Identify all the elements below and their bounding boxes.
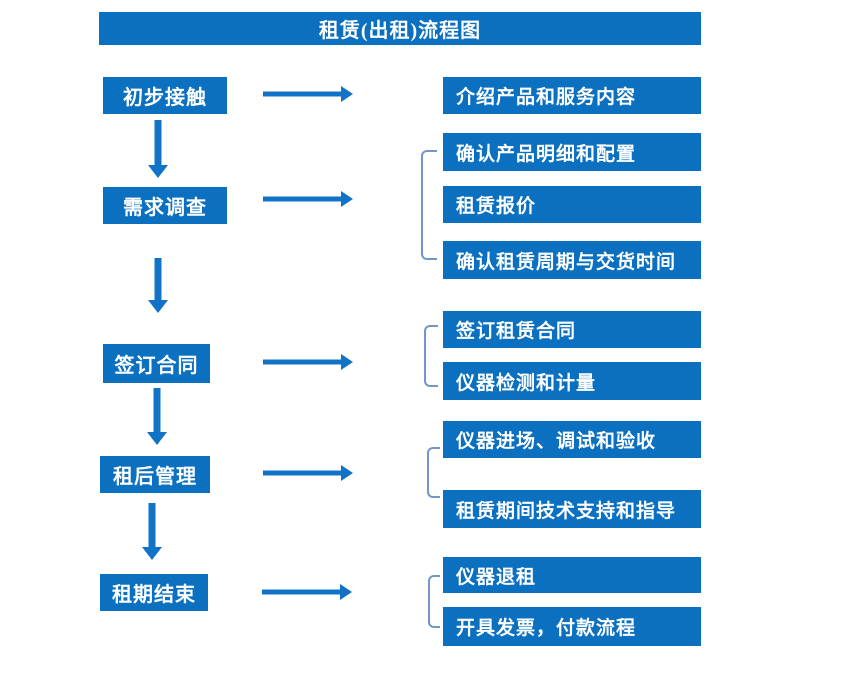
group-bracket [427,447,440,498]
down-arrow-icon [147,258,169,313]
right-arrow-icon [263,353,353,371]
output-box-invoice-payment: 开具发票，付款流程 [443,607,701,646]
right-arrow-icon [263,190,353,208]
down-arrow-icon [146,388,168,445]
group-bracket [428,575,440,628]
output-box-introduce-products: 介绍产品和服务内容 [443,77,701,114]
output-box-rental-quotation: 租赁报价 [443,186,701,223]
down-arrow-icon [147,120,169,178]
output-box-instrument-return: 仪器退租 [443,557,701,593]
right-arrow-icon [263,464,353,482]
right-arrow-icon [263,85,353,103]
step-box-sign-contract: 签订合同 [103,344,210,383]
group-bracket [421,150,437,260]
group-bracket [424,325,438,387]
output-box-instrument-inspection: 仪器检测和计量 [443,362,701,400]
step-box-initial-contact: 初步接触 [103,77,227,114]
right-arrow-icon [262,583,352,601]
output-box-instrument-setup-acceptance: 仪器进场、调试和验收 [443,421,701,458]
flowchart-title: 租赁(出租)流程图 [99,12,701,45]
output-box-confirm-rental-period: 确认租赁周期与交货时间 [443,241,701,279]
step-box-post-rental-management: 租后管理 [100,456,210,493]
step-box-demand-survey: 需求调查 [103,187,227,224]
output-box-confirm-product-details: 确认产品明细和配置 [443,133,701,171]
output-box-technical-support: 租赁期间技术支持和指导 [443,490,701,528]
step-box-rental-end: 租期结束 [100,574,208,611]
down-arrow-icon [141,503,163,560]
output-box-sign-rental-contract: 签订租赁合同 [443,311,701,348]
